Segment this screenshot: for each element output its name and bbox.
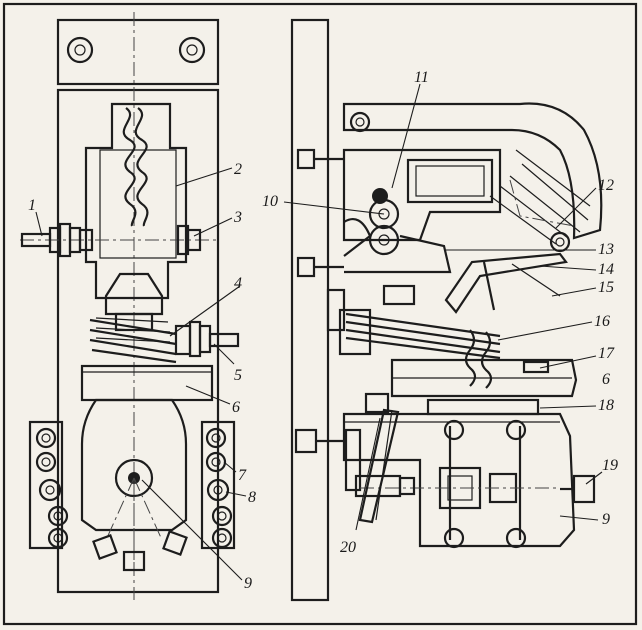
link-rod xyxy=(354,392,416,524)
leader-lines xyxy=(35,83,603,581)
right-view xyxy=(290,18,603,602)
spring-16 xyxy=(338,308,501,389)
label-2: 2 xyxy=(234,161,242,178)
label-6-right: 6 xyxy=(602,371,610,388)
callout-labels: 1 2 3 4 5 6 7 8 9 10 11 12 13 14 15 16 1… xyxy=(28,69,618,592)
label-19: 19 xyxy=(602,457,618,474)
plate-6-left xyxy=(80,364,214,402)
spring-4 xyxy=(89,317,177,364)
label-15: 15 xyxy=(598,279,614,296)
auxiliary-contacts xyxy=(360,419,560,549)
coil-housing xyxy=(84,102,188,300)
lower-housing xyxy=(80,398,188,572)
lever-plate xyxy=(390,358,578,398)
label-1: 1 xyxy=(28,197,36,214)
label-18: 18 xyxy=(598,397,614,414)
adjusting-screw xyxy=(174,320,240,358)
right-contact-bracket xyxy=(200,420,236,550)
label-12: 12 xyxy=(598,177,614,194)
label-9-left: 9 xyxy=(244,575,252,592)
top-mounting-plate xyxy=(56,18,220,86)
shaft-assembly xyxy=(20,222,220,258)
auxiliary-frame xyxy=(342,398,576,548)
label-7: 7 xyxy=(238,467,247,484)
label-9-right: 9 xyxy=(602,511,610,528)
main-frame xyxy=(56,88,220,594)
contact-arm xyxy=(444,252,568,314)
label-16: 16 xyxy=(594,313,610,330)
label-6-left: 6 xyxy=(232,399,240,416)
label-4: 4 xyxy=(234,275,242,292)
label-17: 17 xyxy=(598,345,615,362)
label-8: 8 xyxy=(248,489,256,506)
mount-bolt-right xyxy=(178,36,206,64)
blowout-coil xyxy=(342,148,502,242)
arc-chute xyxy=(342,102,603,253)
label-5: 5 xyxy=(234,367,242,384)
label-20: 20 xyxy=(340,539,356,556)
label-14: 14 xyxy=(598,261,614,278)
fixed-contacts xyxy=(343,198,452,306)
label-10: 10 xyxy=(262,193,278,210)
bolt-19 xyxy=(560,474,596,504)
plate-bolt-lower xyxy=(296,256,344,278)
side-mounting-plate xyxy=(290,18,330,602)
plate-bolt-bottom xyxy=(294,428,344,454)
left-contact-bracket xyxy=(28,420,69,550)
label-3: 3 xyxy=(233,209,242,226)
left-view xyxy=(20,12,240,600)
mount-bolt-left xyxy=(66,36,94,64)
label-11: 11 xyxy=(414,69,429,86)
label-13: 13 xyxy=(598,241,614,258)
plate-bolt-upper xyxy=(296,148,344,170)
